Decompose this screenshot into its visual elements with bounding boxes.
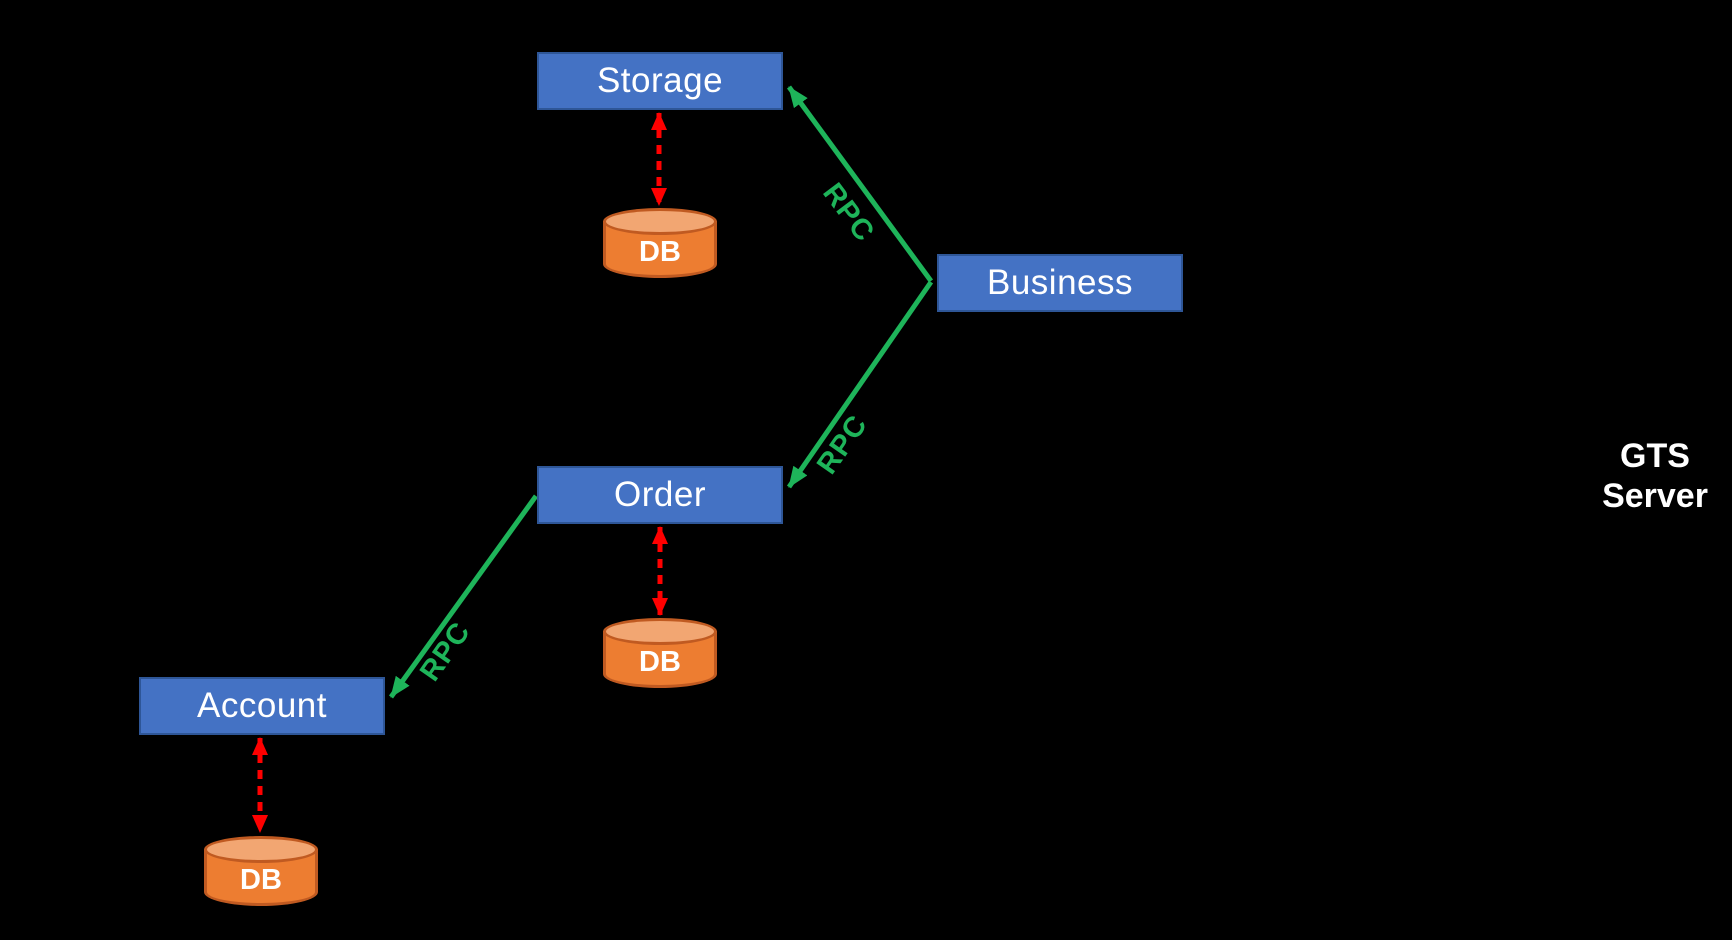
rpc-arrow-business-to-storage (786, 85, 934, 283)
rpc-arrow-business-to-order (786, 280, 934, 489)
rpc-arrow-order-to-account (388, 494, 539, 699)
database-cylinder-body: DB (603, 631, 717, 688)
database-cylinder-account: DB (204, 836, 318, 906)
database-cylinder-top (603, 208, 717, 235)
node-storage: Storage (537, 52, 783, 110)
database-label: DB (240, 863, 282, 896)
node-business-label: Business (986, 263, 1134, 302)
node-storage-label: Storage (596, 61, 724, 100)
node-account-label: Account (197, 686, 327, 725)
node-account: Account (139, 677, 385, 735)
gts-server-label-line1: GTS (1620, 437, 1690, 475)
database-cylinder-order: DB (603, 618, 717, 688)
database-cylinder-top (603, 618, 717, 645)
database-cylinder-top (204, 836, 318, 863)
gts-server-label-line2: Server (1602, 477, 1708, 515)
node-order: Order (537, 466, 783, 524)
database-label: DB (639, 645, 681, 678)
node-order-label: Order (614, 475, 706, 514)
database-label: DB (639, 235, 681, 268)
gts-server-label: GTS Server (1570, 436, 1732, 516)
database-cylinder-storage: DB (603, 208, 717, 278)
node-business: Business (937, 254, 1183, 312)
